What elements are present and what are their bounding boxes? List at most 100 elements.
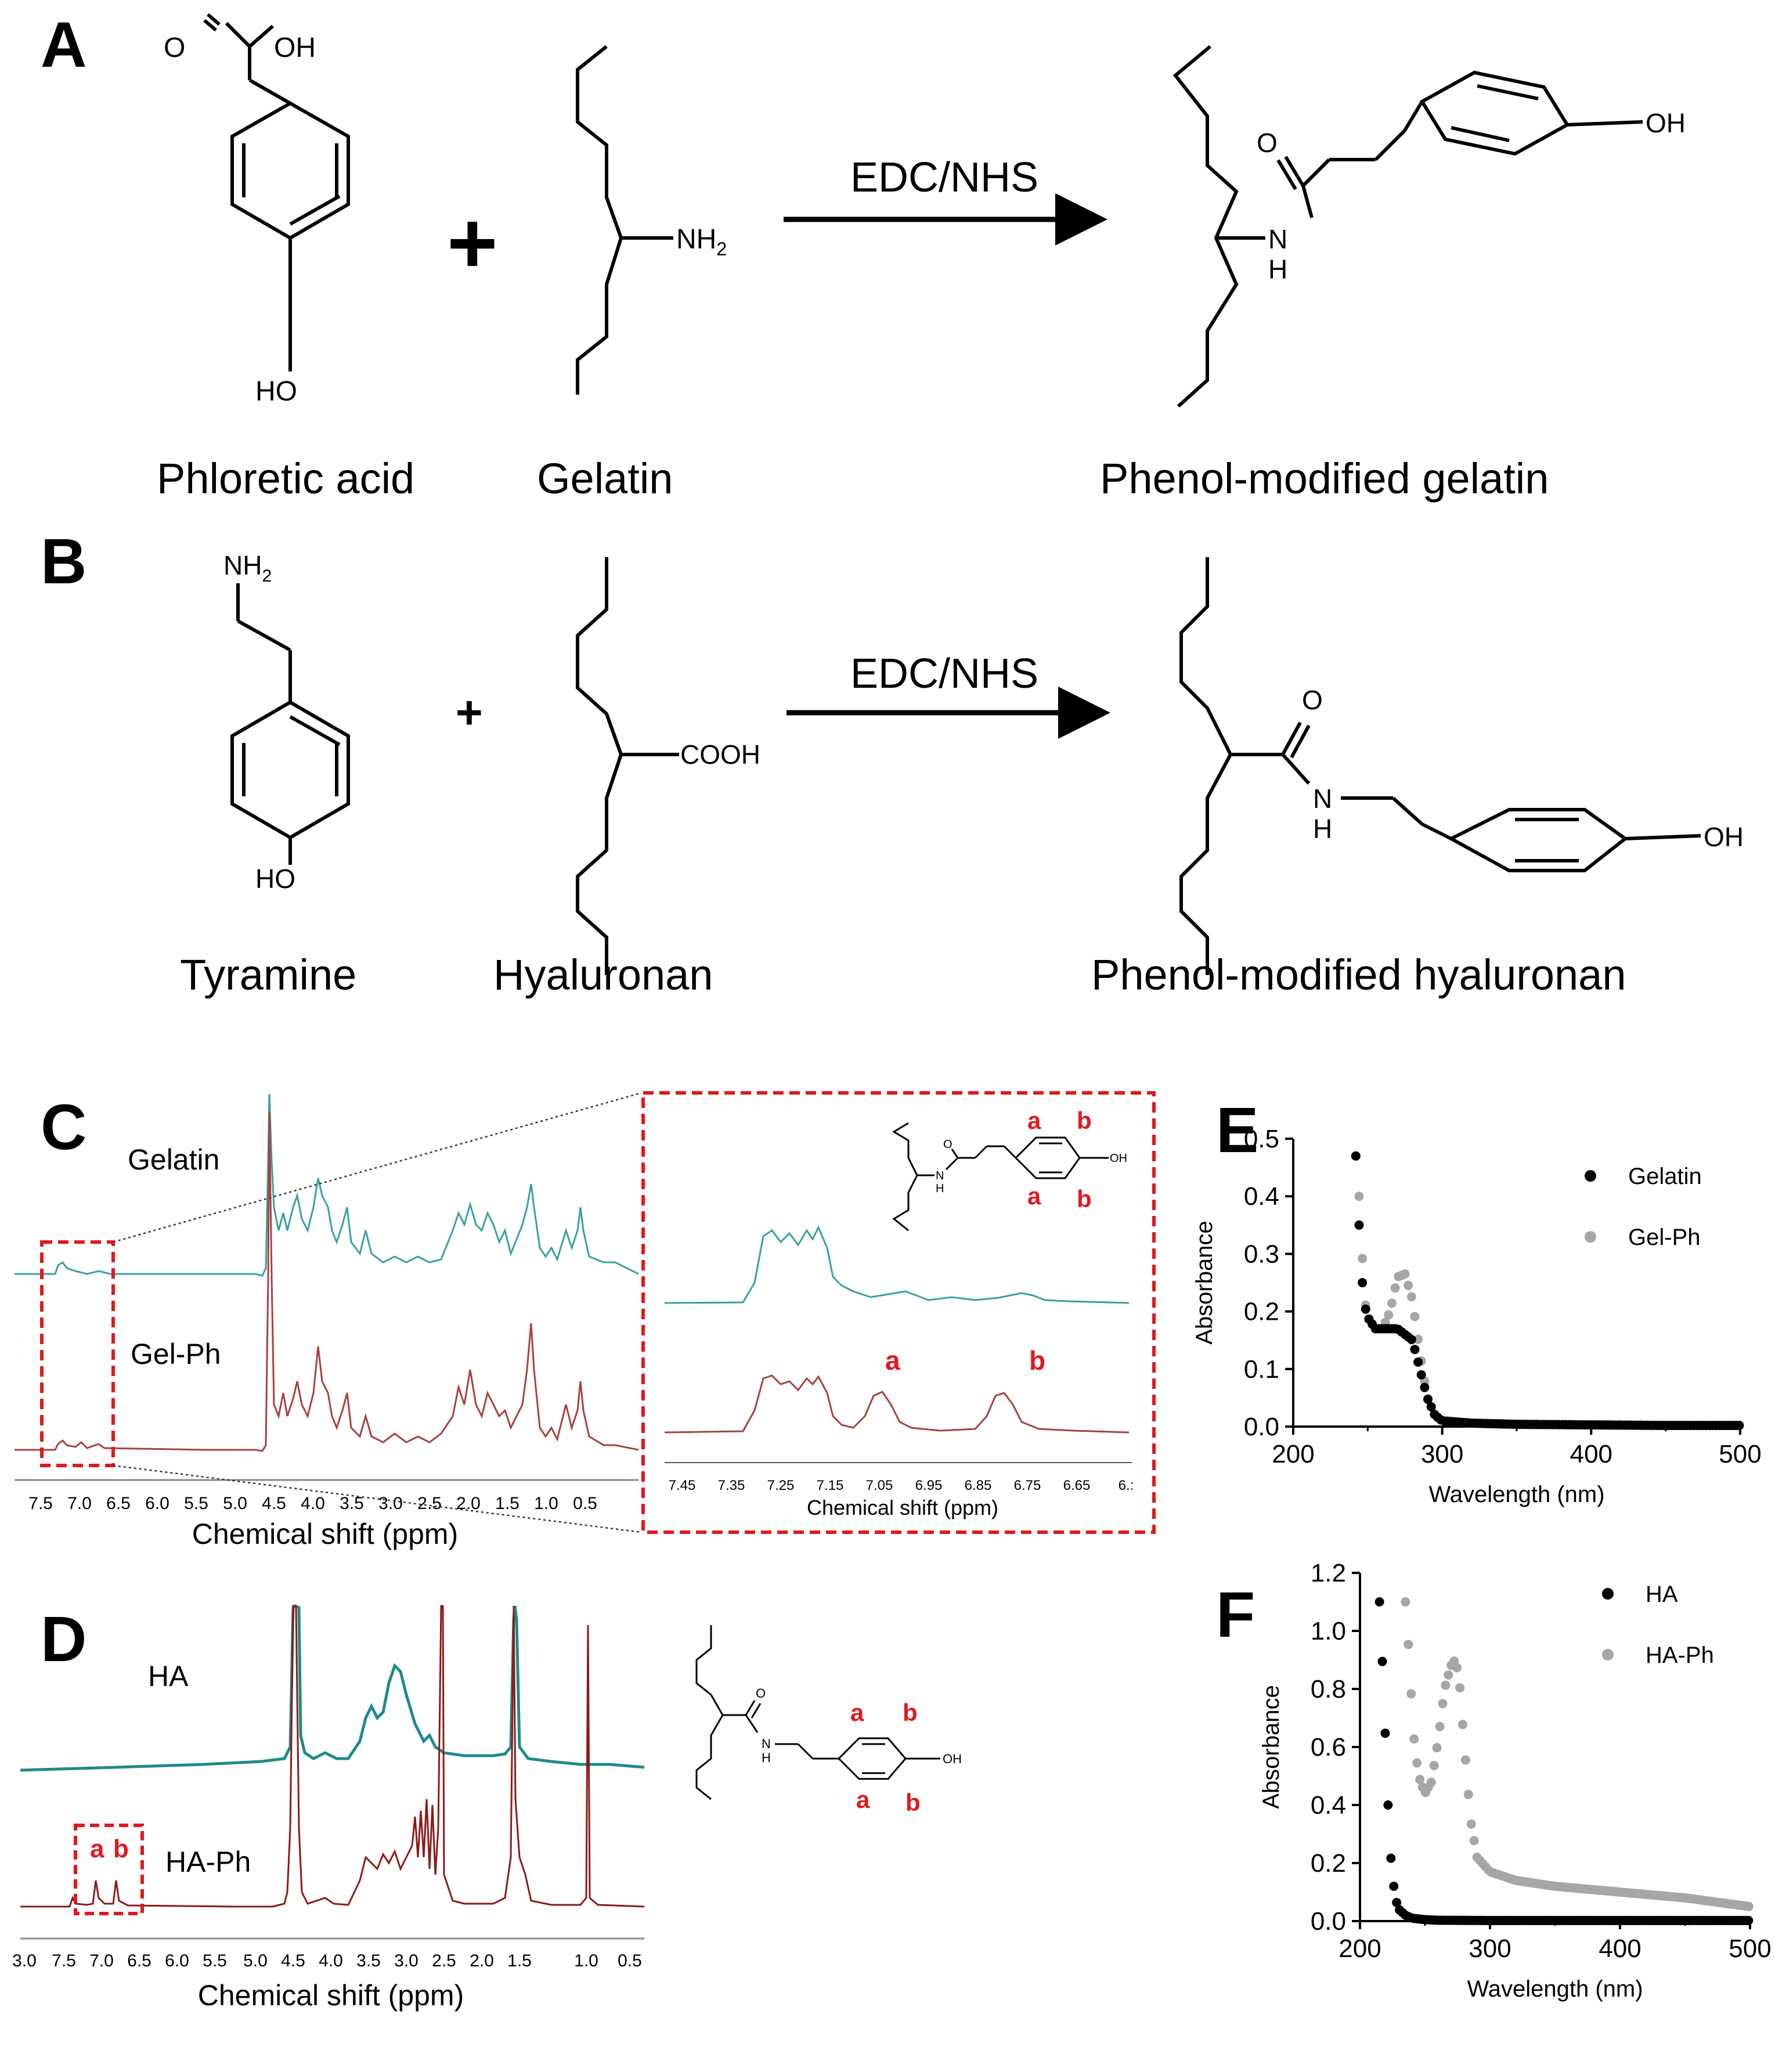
tick-label: 7.5 [28,1494,53,1513]
data-point [1426,1777,1436,1787]
proton-label: a [850,1699,864,1726]
trace-label: Gelatin [128,1143,219,1176]
data-point [1455,1683,1465,1692]
inset-x-ticks: 7.45 7.35 7.25 7.15 7.05 6.95 6.85 6.75 … [669,1478,1134,1493]
data-point [1389,1882,1399,1891]
tick-label: 7.5 [52,1951,76,1970]
data-point [1444,1670,1453,1680]
data-point [1469,1836,1479,1846]
data-point [1392,1898,1402,1907]
proton-label: a [856,1786,870,1813]
tick-label: 3.0 [12,1951,37,1970]
ha-ph-structure [695,1625,940,1800]
tick-label: 5.5 [203,1951,227,1970]
tick-label: 2.0 [456,1494,481,1513]
legend-marker [1585,1170,1596,1182]
nmr-spectrum-ha [20,1604,645,1772]
tick-label: 6.5 [106,1494,131,1513]
tick-label: 6.75 [1014,1478,1041,1493]
tick-label: 1.5 [495,1494,519,1513]
data-point [1358,1254,1368,1264]
reaction-condition: EDC/NHS [850,154,1038,201]
tick-label: 4.0 [319,1951,343,1970]
atom-label: NH2 [676,224,727,259]
atom-label: COOH [680,739,760,770]
proton-label: b [1077,1185,1092,1212]
panel-d-letter: D [41,1604,86,1675]
data-point [1410,1345,1420,1355]
tick-label: 6.0 [165,1951,189,1970]
compound-name: Hyaluronan [493,951,713,999]
legend-marker [1585,1231,1596,1243]
y-tick-label: 1.0 [1311,1617,1346,1645]
proton-label: b [905,1789,921,1816]
atom-label: N [1268,224,1287,254]
data-point [1351,1151,1361,1161]
tick-label: 0.5 [573,1494,597,1513]
atom-label: H [1268,254,1287,284]
data-point [1426,1402,1436,1412]
atom-label: OH [274,33,316,63]
data-point [1404,1640,1413,1649]
panel-c: C Gelatin Gel-Ph 7.5 7.0 6.5 6.0 5.5 5.0… [15,1091,1156,1550]
data-point [1390,1283,1400,1293]
data-point [1404,1280,1413,1290]
x-tick-label: 500 [1719,1440,1761,1468]
data-point [1457,1720,1467,1730]
atom-label: H [1313,814,1332,844]
data-point [1438,1699,1448,1709]
data-point [1413,1357,1423,1367]
tick-label: 0.5 [618,1951,642,1970]
y-tick-label: 0.6 [1311,1733,1346,1761]
panel-a-letter: A [41,9,86,81]
atom-label: N [1313,784,1332,814]
data-point [1429,1761,1439,1770]
data-point [1441,1680,1451,1690]
data-point [1383,1800,1393,1810]
x-tick-label: 400 [1570,1440,1612,1468]
data-point [1384,1310,1394,1320]
tick-label: 7.0 [89,1951,114,1970]
tick-label: 2.5 [432,1951,456,1970]
data-point [1406,1335,1416,1345]
tick-label: 1.5 [507,1951,532,1970]
x-tick-label: 200 [1272,1440,1314,1468]
data-point [1416,1370,1426,1380]
atom-label: NH2 [223,550,272,586]
x-axis-label: Chemical shift (ppm) [198,1979,464,2012]
legend-label: Gel-Ph [1628,1225,1701,1250]
y-tick-label: 0.4 [1244,1182,1279,1211]
data-point [1377,1656,1387,1666]
x-tick-label: 300 [1421,1440,1463,1468]
hyaluronan-chain-structure [576,557,623,975]
peak-label: a [90,1835,104,1863]
atom-label: O [943,1138,953,1151]
atom-label: O [1302,685,1323,715]
highlight-box [40,1240,115,1467]
data-point [1460,1755,1470,1765]
data-point [1406,1292,1416,1302]
phenol-hyaluronan-structure [1179,557,1701,975]
y-axis-label: Absorbance [1192,1221,1217,1344]
x-ticks: 7.5 7.0 6.5 6.0 5.5 5.0 4.5 4.0 3.5 3.0 … [28,1494,597,1513]
tick-label: 5.0 [243,1951,268,1970]
data-point [1361,1304,1370,1314]
y-tick-label: 0.0 [1311,1907,1346,1936]
data-point [1734,1421,1744,1431]
y-tick-label: 0.2 [1311,1849,1346,1878]
trace-label: HA-Ph [165,1846,251,1878]
tick-label: 4.0 [301,1494,325,1513]
phenol-gelatin-structure [1172,45,1643,408]
proton-label: a [1027,1182,1041,1210]
panel-f-letter: F [1216,1579,1255,1651]
y-tick-label: 0.3 [1244,1240,1279,1268]
data-point [1400,1269,1410,1279]
data-point [1435,1721,1445,1731]
x-tick-label: 500 [1729,1934,1771,1963]
data-point [1744,1916,1754,1925]
tick-label: 5.0 [223,1494,247,1513]
atom-label: HO [255,864,295,894]
tick-label: 6.5 [127,1951,151,1970]
